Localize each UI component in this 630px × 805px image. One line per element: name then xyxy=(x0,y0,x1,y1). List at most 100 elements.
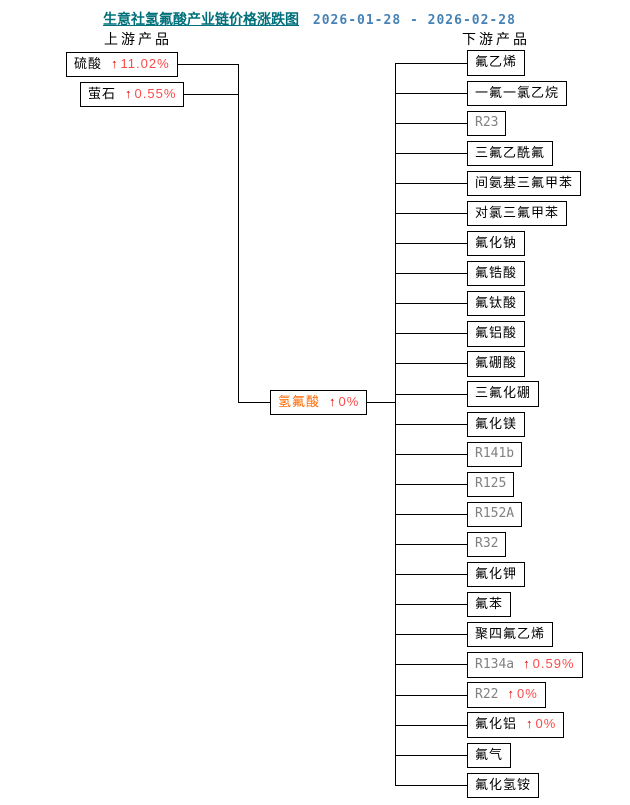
product-name: 聚四氟乙烯 xyxy=(475,626,546,642)
connector-line xyxy=(395,182,467,184)
connector-line xyxy=(395,574,467,576)
product-name: 氟化铝 xyxy=(475,716,518,732)
list-item: R125 xyxy=(395,469,583,499)
product-box[interactable]: 氟化钠 xyxy=(467,230,526,257)
product-box[interactable]: R22 ↑ 0% xyxy=(467,681,546,709)
connector-line xyxy=(395,122,467,124)
connector-line xyxy=(395,363,467,365)
product-name: 氢氟酸 xyxy=(278,394,321,409)
downstream-header: 下游产品 xyxy=(462,31,530,47)
list-item: R22 ↑ 0% xyxy=(395,680,583,710)
product-box[interactable]: 氟铝酸 xyxy=(467,321,526,347)
up-arrow-icon: ↑ xyxy=(526,716,533,732)
product-box[interactable]: R23 xyxy=(467,110,507,136)
list-item: R152A xyxy=(395,499,583,529)
product-box[interactable]: 氟化氢铵 xyxy=(467,772,540,798)
connector-line xyxy=(395,303,467,305)
product-box[interactable]: R32 xyxy=(467,531,507,558)
list-item: 氟硼酸 xyxy=(395,349,583,379)
product-box[interactable]: R125 xyxy=(467,471,515,497)
product-name: 氟乙烯 xyxy=(475,54,518,70)
product-box[interactable]: R134a ↑ 0.59% xyxy=(467,651,583,679)
product-box[interactable]: R141b xyxy=(467,441,523,467)
product-name: 氟化钠 xyxy=(475,234,518,250)
up-arrow-icon: ↑ xyxy=(507,685,514,701)
product-box[interactable]: 氟乙烯 xyxy=(467,50,526,76)
list-item: R23 xyxy=(395,108,583,138)
connector-line xyxy=(395,544,467,546)
connector-line xyxy=(238,402,276,403)
list-item: R134a ↑ 0.59% xyxy=(395,650,583,680)
title-bar: 生意社氢氟酸产业链价格涨跌图 2026-01-28 - 2026-02-28 xyxy=(103,9,516,29)
list-item: 氟化氢铵 xyxy=(395,770,583,800)
product-box[interactable]: 氟硼酸 xyxy=(467,351,526,377)
product-box[interactable]: 一氟一氯乙烷 xyxy=(467,80,568,106)
product-name: 三氟乙酰氟 xyxy=(475,144,546,160)
connector-line xyxy=(395,423,467,425)
connector-line xyxy=(395,754,467,756)
change-percent: 0% xyxy=(516,685,538,701)
product-box[interactable]: 间氨基三氟甲苯 xyxy=(467,170,582,197)
product-name: 氟化钾 xyxy=(475,566,518,582)
product-box[interactable]: 硫酸 ↑ 11.02% xyxy=(66,52,178,78)
list-item: 三氟化硼 xyxy=(395,379,583,409)
connector-line xyxy=(395,634,467,636)
product-box[interactable]: 氟化钾 xyxy=(467,562,526,588)
change-percent: 0.59% xyxy=(532,655,575,671)
change-percent: 0.55% xyxy=(134,86,177,101)
product-box[interactable]: 氟锆酸 xyxy=(467,261,526,287)
connector-line xyxy=(395,92,467,94)
product-name: R152A xyxy=(475,505,515,521)
product-box[interactable]: 三氟乙酰氟 xyxy=(467,140,554,166)
product-box[interactable]: 三氟化硼 xyxy=(467,381,540,407)
up-arrow-icon: ↑ xyxy=(523,655,530,671)
connector-line xyxy=(395,152,467,154)
product-box[interactable]: 聚四氟乙烯 xyxy=(467,622,554,648)
product-box[interactable]: 氟苯 xyxy=(467,592,512,618)
list-item: R141b xyxy=(395,439,583,469)
connector-line xyxy=(395,664,467,666)
product-box[interactable]: 氟化镁 xyxy=(467,411,526,437)
product-name: 间氨基三氟甲苯 xyxy=(475,174,574,190)
list-item: 间氨基三氟甲苯 xyxy=(395,168,583,198)
product-name: 氟钛酸 xyxy=(475,295,518,311)
product-box[interactable]: 氟钛酸 xyxy=(467,291,526,317)
connector-line xyxy=(395,243,467,245)
list-item: 氟钛酸 xyxy=(395,289,583,319)
up-arrow-icon: ↑ xyxy=(329,394,336,409)
change-percent: 0% xyxy=(338,394,360,409)
product-name: 氟苯 xyxy=(475,596,504,612)
product-name: R23 xyxy=(475,114,499,130)
list-item: 氟化镁 xyxy=(395,409,583,439)
connector-line xyxy=(395,604,467,606)
product-name: R141b xyxy=(475,445,515,461)
connector-line xyxy=(395,513,467,515)
connector-line xyxy=(395,333,467,335)
product-name: R22 xyxy=(475,686,499,702)
connector-line xyxy=(395,724,467,726)
product-box[interactable]: 氟化铝 ↑ 0% xyxy=(467,712,565,738)
downstream-list: 氟乙烯 一氟一氯乙烷 R23 三氟乙酰氟 xyxy=(395,48,583,800)
product-box[interactable]: 萤石 ↑ 0.55% xyxy=(80,82,185,108)
product-name: 萤石 xyxy=(88,86,117,101)
connector-line xyxy=(395,453,467,455)
product-box-center[interactable]: 氢氟酸 ↑ 0% xyxy=(270,390,368,416)
page-title[interactable]: 生意社氢氟酸产业链价格涨跌图 xyxy=(103,11,299,27)
up-arrow-icon: ↑ xyxy=(111,56,118,71)
product-box[interactable]: 氟气 xyxy=(467,742,512,768)
trunk-line-left xyxy=(238,64,239,403)
list-item: 氟化钾 xyxy=(395,560,583,590)
connector-line xyxy=(160,64,238,65)
product-name: 氟铝酸 xyxy=(475,325,518,341)
list-item: 聚四氟乙烯 xyxy=(395,620,583,650)
list-item: 氟锆酸 xyxy=(395,259,583,289)
product-name: 一氟一氯乙烷 xyxy=(475,84,560,100)
product-name: 氟化氢铵 xyxy=(475,776,532,792)
product-box[interactable]: R152A xyxy=(467,501,523,528)
product-name: 氟锆酸 xyxy=(475,265,518,281)
date-range: 2026-01-28 - 2026-02-28 xyxy=(312,13,516,28)
product-name: R134a xyxy=(475,656,515,672)
connector-line xyxy=(160,94,238,95)
product-box[interactable]: 对氯三氟甲苯 xyxy=(467,200,568,227)
